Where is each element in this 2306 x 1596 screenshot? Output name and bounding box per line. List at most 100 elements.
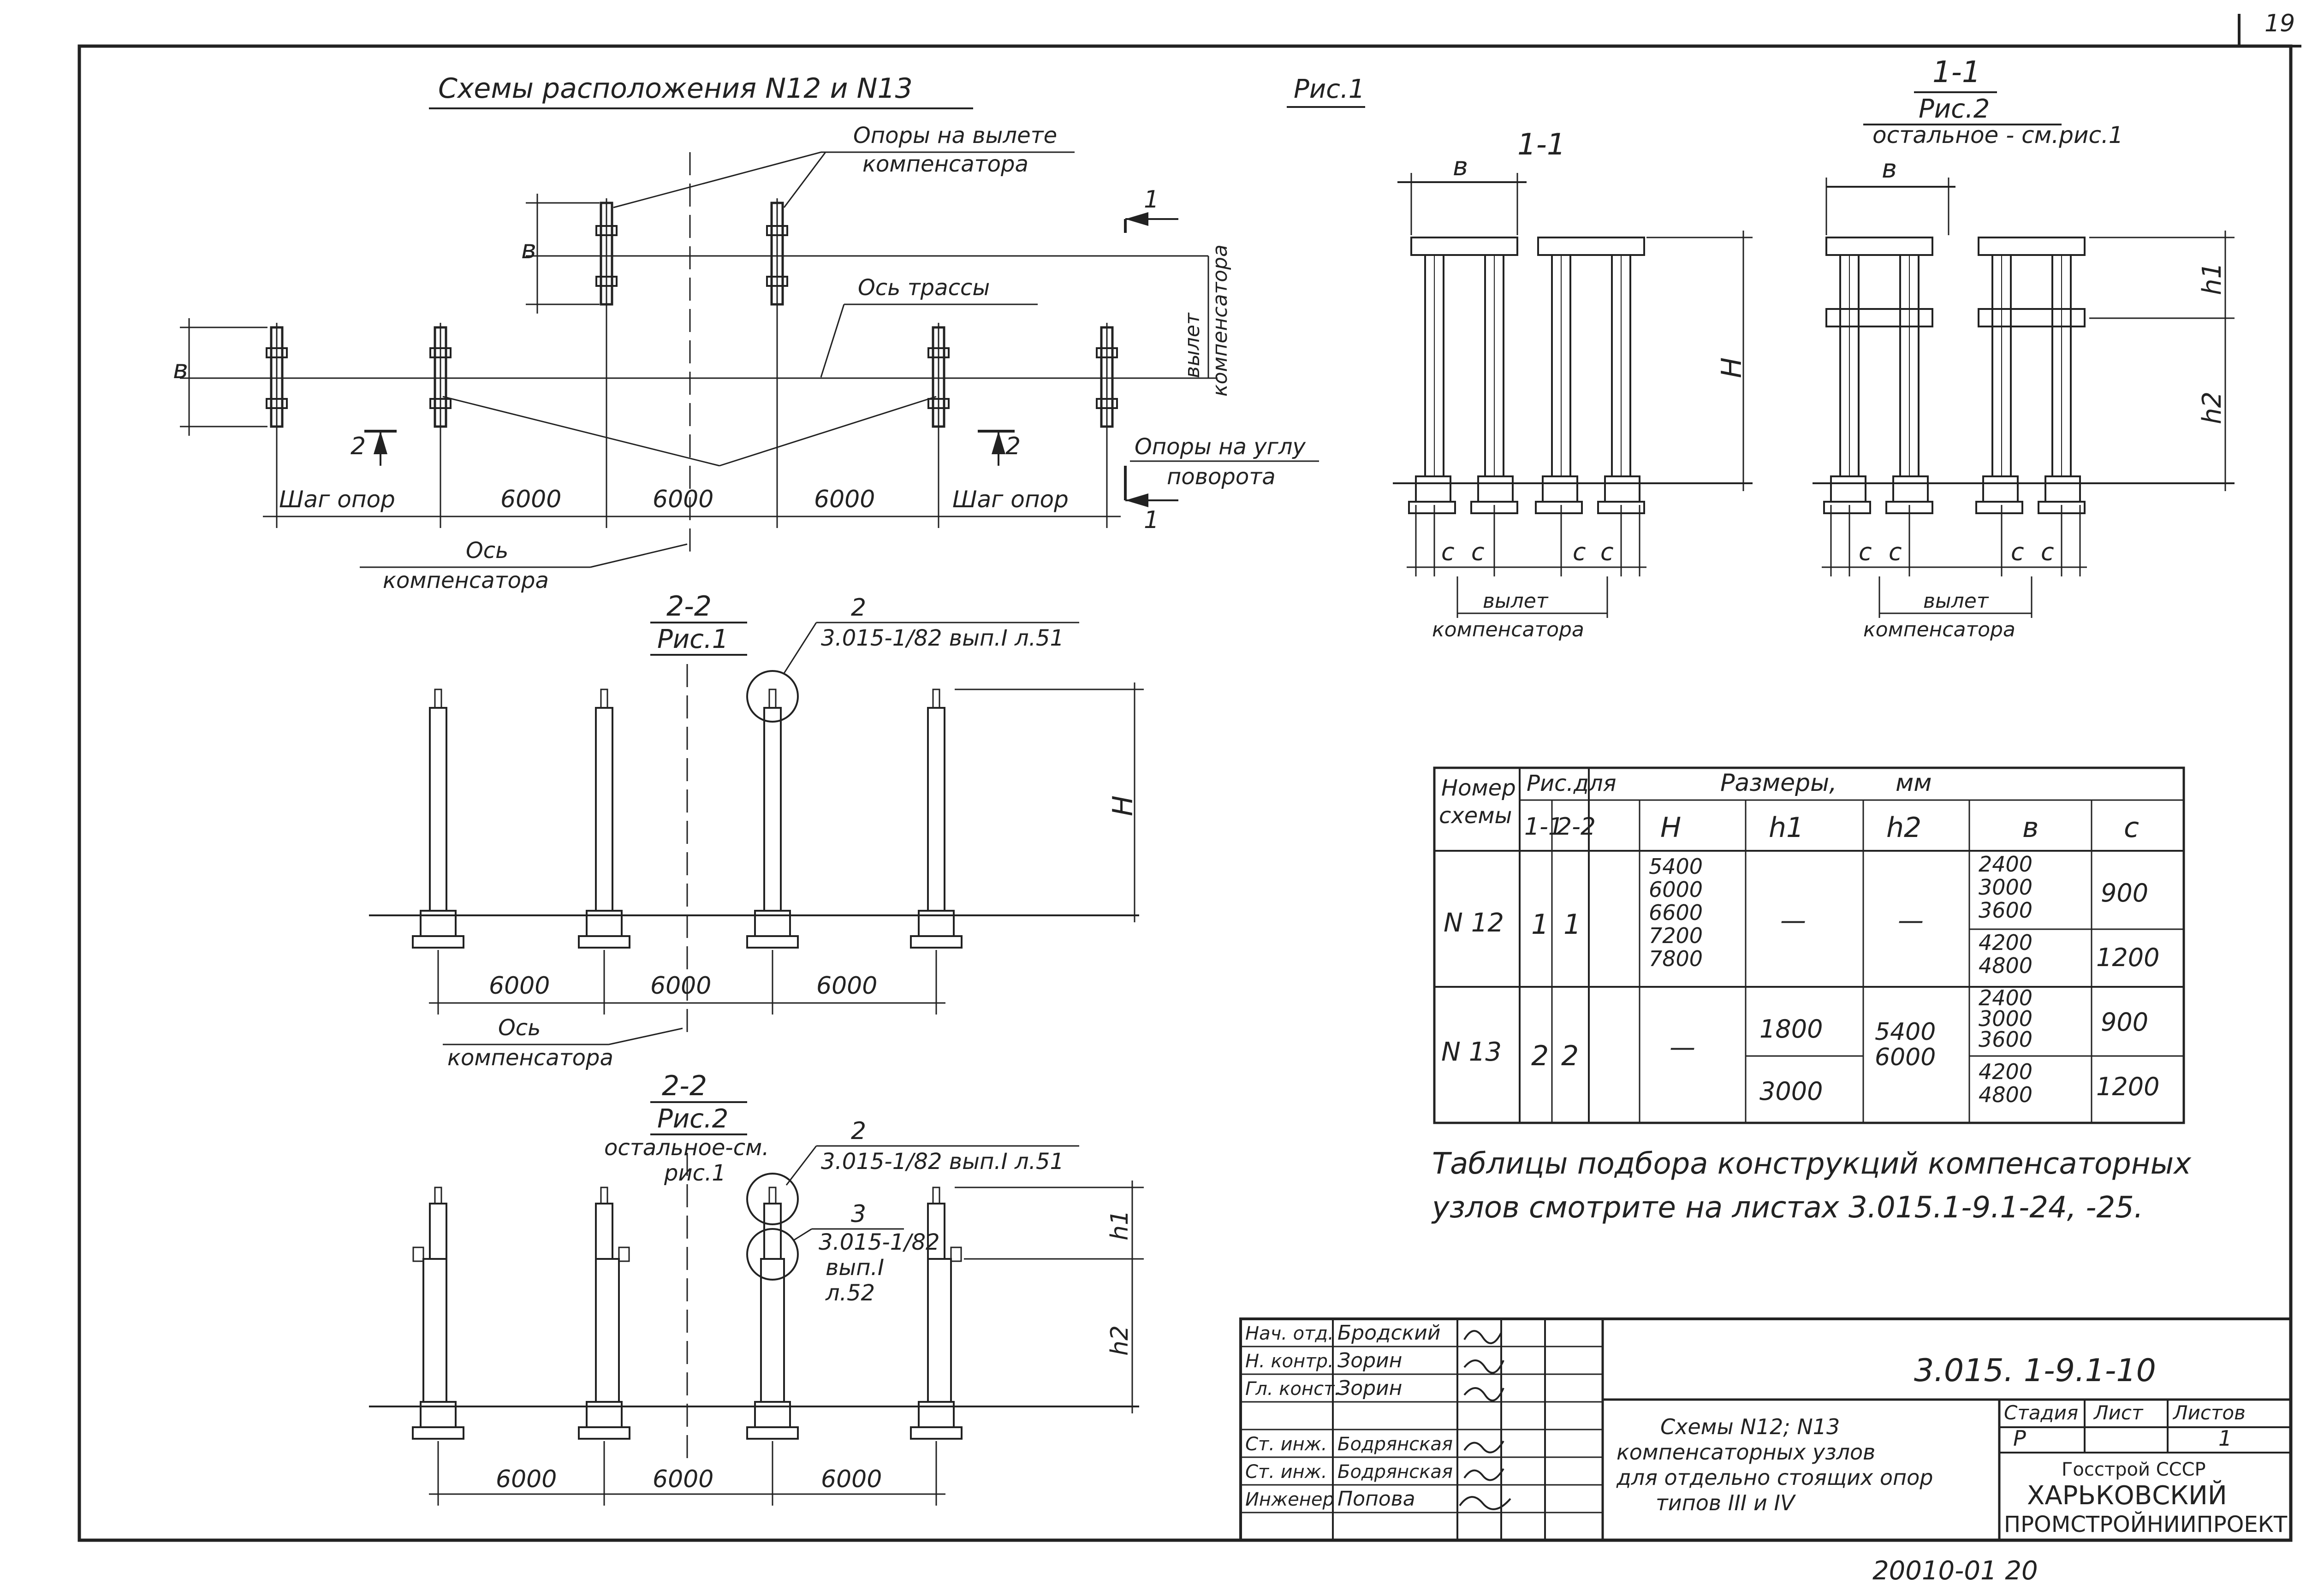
sec22-fig2-callout2-ref-1: 3.015-1/82: [819, 1229, 940, 1255]
tb-org-1: Госстрой СССР: [2062, 1459, 2206, 1480]
tb-role-6: Ст. инж.: [1245, 1461, 1327, 1483]
r13-b1-3: 3600: [1979, 1027, 2033, 1052]
signature-1: [1463, 1330, 1502, 1344]
tb-doc-code: 3.015. 1-9.1-10: [1914, 1353, 2156, 1389]
dim-6000-c: 6000: [814, 486, 875, 513]
tb-title-4: типов III и IV: [1656, 1490, 1796, 1515]
tb-title-3: для отдельно стоящих опор: [1616, 1465, 1933, 1490]
r12-b1-3: 3600: [1979, 898, 2033, 923]
sec22-fig1-title: 2-2: [666, 590, 712, 623]
sec11-fig1-c1: с: [1441, 539, 1455, 566]
sec22-fig2-dim-3: 6000: [821, 1465, 882, 1493]
label-supports-outreach-2: компенсатора: [862, 151, 1028, 177]
sec11-fig2-title: 1-1: [1932, 55, 1981, 89]
th-h1: h1: [1769, 812, 1804, 844]
column-2-2-a: [412, 688, 464, 949]
section-mark-1-top: 1: [1144, 186, 1159, 214]
sec11-fig1-c2: с: [1471, 539, 1485, 566]
title-block: Нач. отд. Бродский Н. контр. Зорин Гл. к…: [1239, 1317, 2292, 1542]
signature-3: [1463, 1387, 1504, 1401]
dim-6000-a: 6000: [500, 486, 561, 513]
th-c: с: [2124, 812, 2139, 844]
sec22-fig2-dim-h2: h2: [1106, 1325, 1134, 1356]
signature-6: [1463, 1468, 1504, 1481]
sec11-fig2-dim-b: в: [1882, 154, 1897, 184]
sec22-fig1-callout-ref: 3.015-1/82 вып.I л.51: [821, 625, 1064, 651]
sec22-fig2-callout2-ref-3: л.52: [825, 1280, 875, 1306]
sec22-fig1-comp-axis-1: Ось: [498, 1015, 541, 1041]
sec22-fig2-subtitle: Рис.2: [657, 1104, 728, 1134]
section-2-2-fig2: 2-2 Рис.2 остальное-см. рис.1 2 3.015-1/…: [369, 1070, 1144, 1506]
note-line-1: Таблицы подбора конструкций компенсаторн…: [1432, 1147, 2192, 1181]
r12-h2: —: [1898, 906, 1924, 936]
plan-title: Схемы расположения N12 и N13: [438, 72, 913, 105]
support-row-3: [927, 323, 950, 433]
sec22-fig1-dim-H: Н: [1107, 795, 1139, 816]
tb-role-3: Гл. конст.: [1245, 1378, 1340, 1400]
th-b: в: [2022, 812, 2039, 844]
th-mm: мм: [1896, 769, 1932, 797]
tb-name-5: Бодрянская: [1337, 1434, 1453, 1455]
sec11-fig2-c1: с: [1859, 539, 1872, 566]
corner-page-number: 19: [2264, 10, 2295, 37]
tb-sheets: 1: [2218, 1426, 2232, 1451]
inventory-number: 20010-01 20: [1872, 1556, 2038, 1586]
sec11-fig1-outreach-2: компенсатора: [1432, 618, 1584, 641]
r12-c2: 1200: [2096, 943, 2159, 972]
r13-scheme: N 13: [1441, 1037, 1502, 1067]
r13-c2: 1200: [2096, 1072, 2159, 1101]
th-h2: h2: [1886, 812, 1921, 844]
label-comp-axis-2: компенсатора: [383, 568, 549, 593]
dim-step-right: Шаг опор: [952, 486, 1069, 513]
section-mark-2-right: 2: [1005, 433, 1021, 460]
section-2-2-fig1: 2-2 Рис.1 2 3.015-1/82 вып.I л.51: [369, 590, 1144, 1071]
r13-h1b: 3000: [1759, 1077, 1823, 1106]
sec11-fig1-c3: с: [1573, 539, 1586, 566]
support-outreach-2: [766, 198, 788, 309]
sec22-fig2-callout2-num: 3: [851, 1200, 866, 1228]
sec11-fig2-outreach-2: компенсатора: [1863, 618, 2015, 641]
sec22-fig2-callout1-num: 2: [851, 1117, 866, 1145]
sec22-fig1-comp-axis-2: компенсатора: [447, 1045, 613, 1071]
r12-h1: —: [1780, 906, 1806, 936]
sec11-fig2-subtitle: Рис.2: [1919, 94, 1990, 124]
sec11-fig2-dim-h1: h1: [2197, 262, 2227, 295]
tb-role-5: Ст. инж.: [1245, 1434, 1327, 1455]
signature-7: [1459, 1496, 1511, 1510]
sec22-fig2-dim-h1: h1: [1106, 1210, 1134, 1240]
tb-h-stage: Стадия: [2004, 1401, 2078, 1424]
r12-H-1: 5400: [1649, 854, 1703, 879]
column-2-2-fig2-d: [910, 1187, 963, 1440]
r12-H-2: 6000: [1649, 877, 1703, 902]
r13-b1-1: 2400: [1979, 985, 2033, 1010]
column-2-2-d: [910, 688, 963, 949]
label-supports-outreach-1: Опоры на вылете: [853, 123, 1057, 148]
sec11-fig1-outreach-1: вылет: [1483, 589, 1549, 613]
r12-b1-1: 2400: [1979, 852, 2033, 877]
th-H: Н: [1660, 812, 1681, 844]
sec11-fig1-c4: с: [1600, 539, 1614, 566]
plan-dim-b-upper: в: [521, 235, 536, 265]
sec11-fig2-note: остальное - см.рис.1: [1872, 122, 2123, 148]
r12-b2-2: 4800: [1979, 953, 2033, 978]
support-row-1: [266, 323, 288, 433]
label-comp-axis-1: Ось: [466, 538, 508, 564]
th-fig-for: Рис.для: [1527, 771, 1617, 796]
note-line-2: узлов смотрите на листах 3.015.1-9.1-24,…: [1431, 1191, 2143, 1225]
r12-H-5: 7800: [1649, 946, 1703, 971]
r12-b1-2: 3000: [1979, 875, 2033, 900]
r12-scheme: N 12: [1444, 908, 1504, 938]
sec22-fig2-note-2: рис.1: [664, 1160, 726, 1186]
sec11-fig2-c2: с: [1889, 539, 1902, 566]
label-supports-corner-2: поворота: [1167, 464, 1276, 490]
r13-b2-2: 4800: [1979, 1082, 2033, 1107]
tb-name-6: Бодрянская: [1337, 1461, 1453, 1483]
sec11-fig2-c3: с: [2011, 539, 2024, 566]
r13-H: —: [1670, 1032, 1695, 1062]
section-mark-2-left: 2: [351, 433, 366, 460]
column-2-2-fig2-a: [412, 1187, 464, 1440]
sec11-fig1-title: 1-1: [1517, 128, 1566, 162]
sec11-fig2-c4: с: [2041, 539, 2054, 566]
sec11-fig2-dim-h2: h2: [2197, 392, 2227, 424]
